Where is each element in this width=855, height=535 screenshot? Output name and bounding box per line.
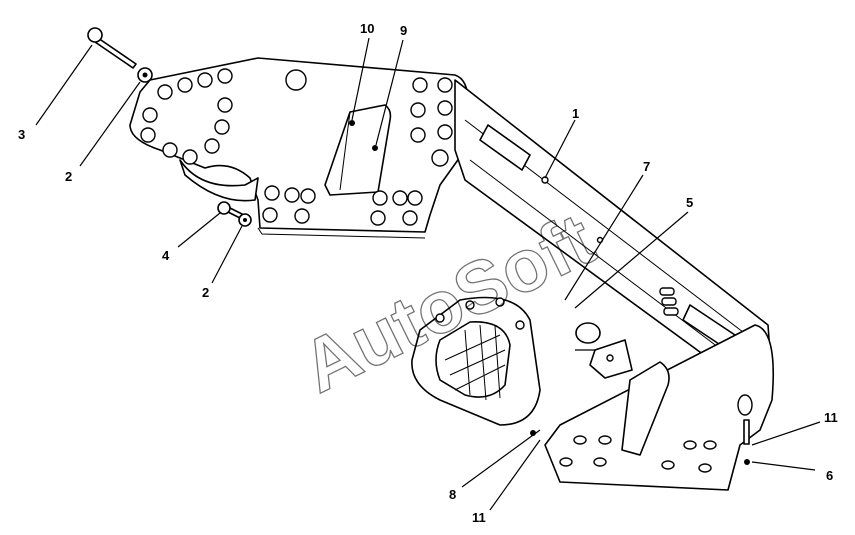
cross-frame	[454, 79, 773, 386]
callout-3: 3	[18, 127, 25, 142]
callout-11-right: 11	[824, 410, 838, 425]
callout-4: 4	[162, 248, 170, 263]
bolt-3	[87, 27, 137, 69]
callout-labels: 1 2 2 3 4 5 6 7 8 9 10 11 11	[18, 21, 838, 525]
callout-6: 6	[826, 468, 833, 483]
callout-5: 5	[686, 195, 693, 210]
washer-2-lower	[238, 213, 252, 227]
bracket	[575, 322, 633, 379]
left-mounting-plate	[129, 57, 470, 239]
plate-holes	[140, 68, 453, 226]
washer-2-upper	[137, 67, 153, 83]
pins-6-11	[530, 419, 750, 465]
callout-1: 1	[572, 106, 579, 121]
callout-2-lower: 2	[202, 285, 209, 300]
hook-housing	[411, 296, 541, 426]
leader-lines	[35, 37, 821, 511]
callout-11-bottom: 11	[472, 510, 486, 525]
frame-slots	[659, 287, 679, 316]
screws-9-10	[349, 120, 378, 151]
callout-10: 10	[360, 21, 374, 36]
callout-8: 8	[449, 487, 456, 502]
callout-2-upper: 2	[65, 169, 72, 184]
right-mounting-plate	[544, 324, 775, 491]
right-plate-holes	[559, 394, 753, 473]
callout-9: 9	[400, 23, 407, 38]
callout-7: 7	[643, 159, 650, 174]
